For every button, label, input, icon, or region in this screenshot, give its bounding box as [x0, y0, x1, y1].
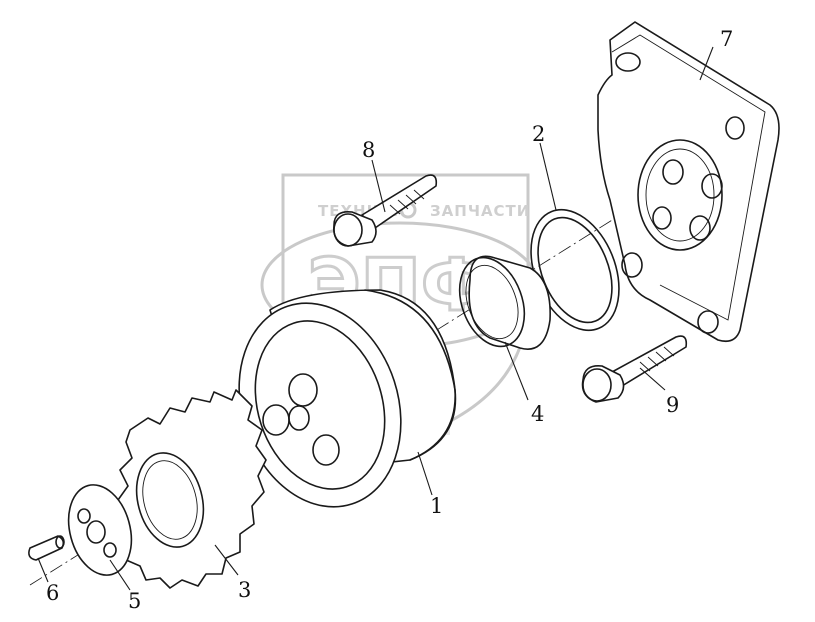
- callout-4: 4: [531, 402, 544, 426]
- callout-7: 7: [720, 27, 733, 51]
- callout-2: 2: [532, 122, 545, 146]
- leader-lines: [37, 46, 714, 591]
- callout-8: 8: [362, 138, 375, 162]
- part-6-pin: [28, 535, 65, 561]
- callout-1: 1: [430, 494, 443, 518]
- part-4-sleeve: [458, 255, 551, 350]
- part-7-mounting-plate: [597, 21, 780, 343]
- watermark-text-right: ЗАПЧАСТИ: [430, 202, 530, 220]
- part-8-bolt: [332, 174, 438, 247]
- part-1-housing: [238, 289, 457, 508]
- part-3-gear: [117, 389, 267, 589]
- part-9-bolt: [581, 335, 688, 403]
- callout-3: 3: [238, 578, 251, 602]
- callout-5: 5: [128, 589, 141, 613]
- callout-9: 9: [666, 393, 679, 417]
- part-5-washer: [67, 484, 133, 576]
- callout-6: 6: [46, 581, 59, 605]
- callouts: 7 2 8 4 9 1 3 5 6: [46, 27, 733, 613]
